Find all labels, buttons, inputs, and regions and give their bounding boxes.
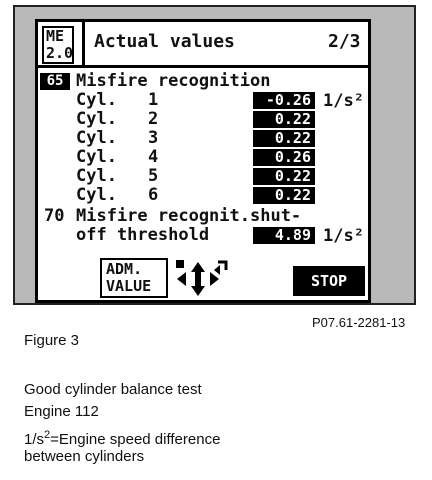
diagnostic-screen: ME 2.0 Actual values 2/3 65 Misfire reco… <box>13 5 416 305</box>
header-divider <box>82 22 85 66</box>
section-label-shutoff-line-1: Misfire recognit.shut- <box>76 206 302 226</box>
arrows-icon <box>176 260 228 296</box>
mode-indicator: ME 2.0 <box>42 26 74 64</box>
cylinder-number: 6 <box>148 185 159 205</box>
figure-description-line-3: 1/s2=Engine speed difference <box>24 426 220 449</box>
stop-key[interactable]: STOP <box>293 266 365 296</box>
adm-key-line-1: ADM. <box>106 260 143 278</box>
figure-caption: Figure 3 <box>24 332 80 349</box>
cylinder-number: 2 <box>148 109 159 129</box>
mode-line-1: ME <box>46 27 65 45</box>
cylinder-value: 0.22 <box>253 130 315 147</box>
cylinder-value: 0.22 <box>253 168 315 185</box>
screen-title: Actual values <box>94 31 235 52</box>
unit-superscript: 2 <box>44 429 51 441</box>
cylinder-number: 5 <box>148 166 159 186</box>
cylinder-label: Cyl. <box>76 90 117 110</box>
section-label-misfire-recognition: Misfire recognition <box>76 71 271 91</box>
cylinder-label: Cyl. <box>76 185 117 205</box>
mode-line-2: 2.0 <box>46 44 74 62</box>
figure-description-line-2: Engine 112 <box>24 403 99 420</box>
figure-description-line-1: Good cylinder balance test <box>24 381 202 398</box>
figure-reference-code: P07.61-2281-13 <box>312 315 406 330</box>
section-code-70: 70 <box>44 206 65 226</box>
cylinder-number: 1 <box>148 90 159 110</box>
cylinder-label: Cyl. <box>76 128 117 148</box>
cylinder-value: 0.26 <box>253 149 315 166</box>
cylinder-value: 0.22 <box>253 111 315 128</box>
adm-value-key[interactable]: ADM. VALUE <box>100 258 168 298</box>
cylinder-label: Cyl. <box>76 109 117 129</box>
cylinder-number: 4 <box>148 147 159 167</box>
header-rule <box>38 65 368 68</box>
section-label-shutoff-line-2: off threshold <box>76 225 210 245</box>
section-code-65: 65 <box>40 73 70 90</box>
adm-key-line-2: VALUE <box>106 277 152 295</box>
cylinder-number: 3 <box>148 128 159 148</box>
figure-description-line-4: between cylinders <box>24 448 145 465</box>
shutoff-threshold-value: 4.89 <box>253 227 315 244</box>
shutoff-unit-label: 1/s² <box>323 226 364 246</box>
cylinder-value: -0.26 <box>253 92 315 109</box>
lcd-display: ME 2.0 Actual values 2/3 65 Misfire reco… <box>35 19 371 303</box>
navigation-arrows-key[interactable] <box>174 258 234 300</box>
unit-label: 1/s² <box>323 91 364 111</box>
page-indicator: 2/3 <box>328 31 361 52</box>
cylinder-label: Cyl. <box>76 166 117 186</box>
cylinder-label: Cyl. <box>76 147 117 167</box>
unit-prefix: 1/s <box>24 431 45 448</box>
cylinder-value: 0.22 <box>253 187 315 204</box>
unit-explanation: =Engine speed difference <box>50 431 221 448</box>
